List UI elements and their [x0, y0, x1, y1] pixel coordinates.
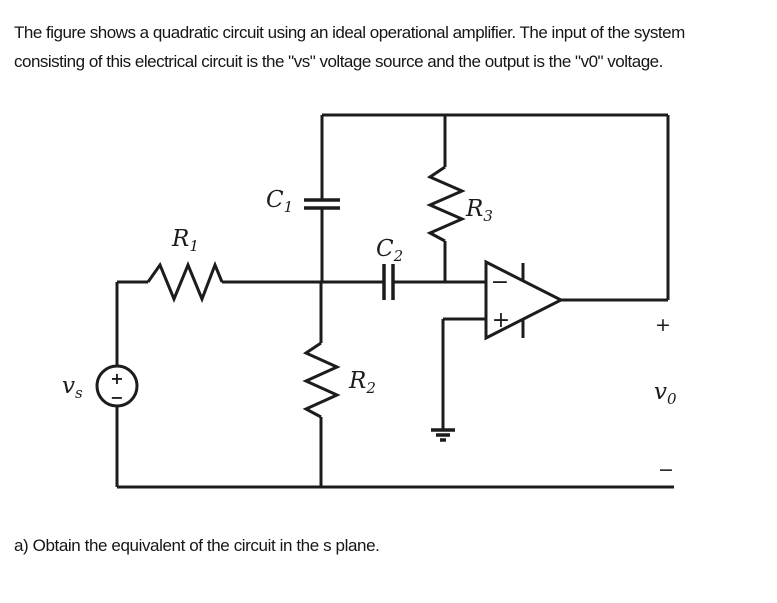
label-vs: vs	[62, 373, 83, 402]
label-c2: C2	[376, 236, 403, 265]
label-v0: v0	[654, 379, 677, 408]
resistor-r2-zigzag	[302, 341, 341, 419]
resistor-r3-zigzag	[426, 165, 466, 243]
vs-plus-sign: +	[110, 369, 123, 388]
label-r3: R3	[465, 196, 493, 225]
opamp-inverting-sign: −	[491, 270, 509, 295]
opamp-noninverting-sign: +	[492, 308, 510, 333]
resistor-r1-zigzag	[146, 260, 224, 304]
label-r2: R2	[348, 368, 376, 397]
description-line-2: consisting of this electrical circuit is…	[14, 52, 663, 71]
problem-description: The figure shows a quadratic circuit usi…	[14, 18, 685, 76]
question-text: a) Obtain the equivalent of the circuit …	[14, 536, 380, 555]
vs-minus-sign: −	[110, 388, 123, 407]
v0-plus-sign: +	[655, 314, 671, 336]
v0-minus-sign: −	[658, 459, 674, 481]
description-line-1: The figure shows a quadratic circuit usi…	[14, 23, 685, 42]
label-r1: R1	[171, 226, 199, 255]
label-c1: C1	[266, 187, 293, 216]
